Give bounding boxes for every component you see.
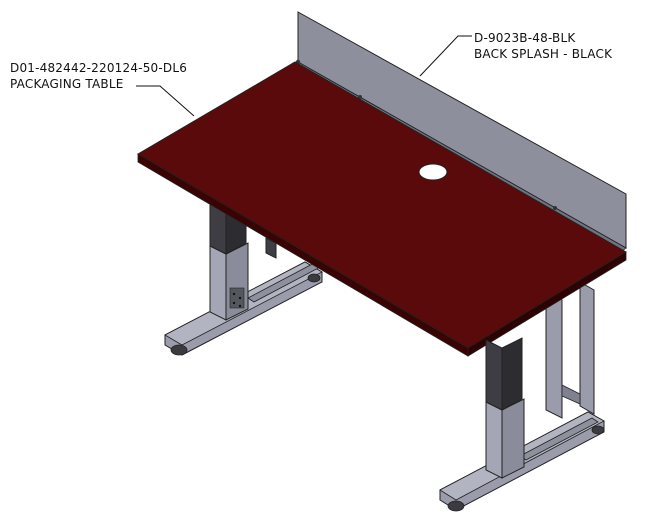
front-right-leg [485, 337, 525, 479]
backsplash-part-number: D-9023B-48-BLK [474, 31, 576, 45]
table-leader-line [136, 85, 195, 117]
table-description: PACKAGING TABLE [10, 77, 124, 91]
backsplash-description: BACK SPLASH - BLACK [474, 47, 613, 61]
table-part-number: D01-482442-220124-50-DL6 [10, 61, 188, 75]
rear-right-leg [545, 281, 595, 419]
tabletop [137, 61, 627, 357]
backsplash-callout: D-9023B-48-BLK BACK SPLASH - BLACK [474, 30, 612, 62]
grommet-hole [418, 163, 448, 181]
callout-leader-lines [136, 35, 472, 117]
table-callout: D01-482442-220124-50-DL6 PACKAGING TABLE [10, 60, 187, 92]
backsplash-leader-line [419, 35, 472, 77]
